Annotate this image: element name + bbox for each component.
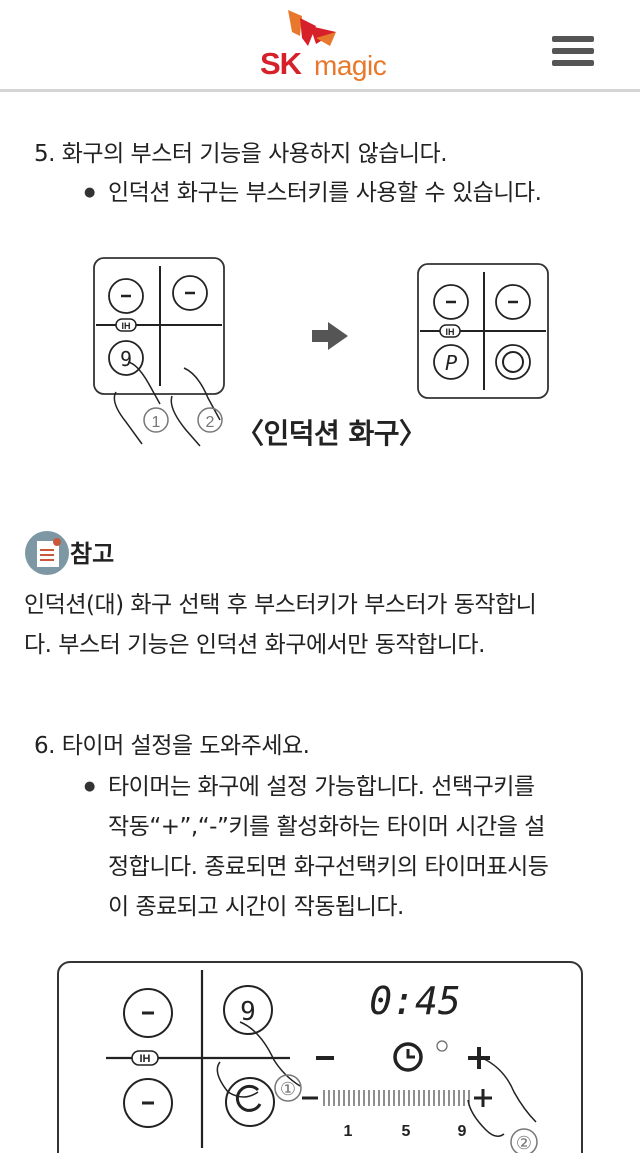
- right-control-panel: IH P: [417, 263, 549, 399]
- section6-bullet-line-4: 이 종료되고 시간이 작동됩니다.: [108, 894, 404, 920]
- svg-text:9: 9: [120, 347, 132, 371]
- svg-text:9: 9: [458, 1123, 467, 1140]
- section5-heading: 5. 화구의 부스터 기능을 사용하지 않습니다.: [34, 141, 448, 167]
- memo-note-icon: [25, 531, 69, 575]
- note-label: 참고: [70, 540, 115, 568]
- note-line-2: 다. 부스터 기능은 인덕션 화구에서만 동작합니다.: [24, 632, 485, 658]
- left-control-panel: IH 9 1 2: [93, 257, 225, 447]
- butterfly-logo-icon: [288, 10, 336, 46]
- svg-text:①: ①: [280, 1079, 296, 1099]
- svg-text:0:45: 0:45: [369, 979, 461, 1023]
- svg-text:②: ②: [516, 1133, 532, 1153]
- logo-sk-text: SK: [260, 46, 302, 81]
- section6-bullet-line-1: 타이머는 화구에 설정 가능합니다. 선택구키를: [84, 768, 535, 806]
- booster-diagram: IH 9 1 2 IH P: [93, 257, 549, 447]
- site-header: SK magic: [0, 0, 640, 92]
- svg-text:1: 1: [152, 414, 161, 431]
- section6-bullet-line-3: 정합니다. 종료되면 화구선택키의 타이머표시등: [108, 854, 549, 880]
- timer-diagram: IH 9 ① 0:45 1 5 9 ②: [57, 961, 583, 1153]
- svg-text:IH: IH: [446, 327, 455, 337]
- arrow-right-icon: [312, 322, 348, 350]
- hamburger-menu-icon[interactable]: [552, 36, 594, 70]
- svg-text:IH: IH: [140, 1053, 151, 1065]
- sk-magic-logo[interactable]: SK magic: [258, 10, 388, 81]
- note-line-1: 인덕션(대) 화구 선택 후 부스터키가 부스터가 동작합니: [24, 592, 537, 618]
- section6-heading: 6. 타이머 설정을 도와주세요.: [34, 733, 310, 759]
- svg-text:5: 5: [402, 1123, 411, 1140]
- logo-magic-text: magic: [314, 50, 387, 81]
- svg-text:1: 1: [344, 1123, 353, 1140]
- induction-burner-caption: 〈인덕션 화구〉: [236, 417, 427, 450]
- svg-text:P: P: [445, 351, 458, 375]
- section6-bullet-line-2: 작동“+”,“-”키를 활성화하는 타이머 시간을 설: [108, 814, 545, 840]
- svg-text:2: 2: [206, 414, 215, 431]
- svg-text:IH: IH: [122, 321, 131, 331]
- section5-bullet: 인덕션 화구는 부스터키를 사용할 수 있습니다.: [84, 174, 542, 212]
- svg-text:9: 9: [240, 997, 256, 1027]
